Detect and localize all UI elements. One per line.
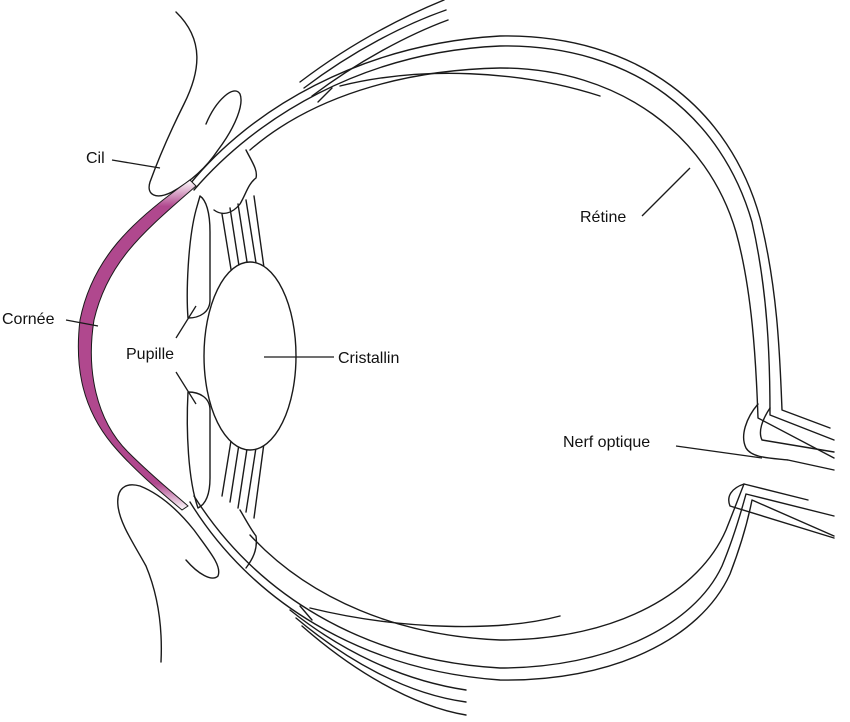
leader-cornee — [65, 319, 99, 327]
lens — [203, 261, 297, 451]
optic-nerve — [728, 403, 835, 539]
label-cristallin: Cristallin — [338, 350, 399, 367]
lower-eyelid — [117, 484, 220, 663]
iris — [186, 149, 258, 569]
label-retine: Rétine — [580, 209, 626, 226]
upper-eyelid — [148, 11, 242, 197]
label-cornee: Cornée — [2, 311, 55, 328]
label-nerf-optique: Nerf optique — [563, 434, 650, 451]
cornea — [77, 179, 197, 511]
leader-nerf-optique — [675, 445, 763, 459]
leader-pupille-top — [175, 305, 197, 339]
eye-outer-layers — [189, 35, 835, 681]
eye-muscles — [289, 0, 467, 716]
leader-lines — [65, 159, 763, 459]
label-cil: Cil — [86, 150, 105, 167]
leader-retine — [641, 167, 691, 217]
label-pupille: Pupille — [126, 346, 174, 363]
leader-pupille-bottom — [175, 371, 197, 405]
leader-cil — [111, 159, 161, 169]
